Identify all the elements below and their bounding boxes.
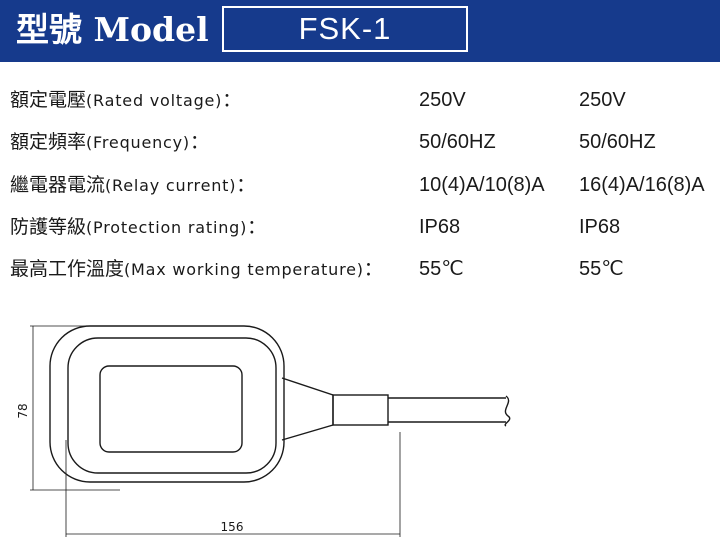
spec-label-zh: 額定電壓 (10, 89, 87, 111)
spec-separator: ： (222, 89, 242, 111)
spec-label: 繼電器電流(Relay current)： (10, 165, 255, 206)
spec-value-1: IP68 (419, 216, 461, 238)
header-banner: 型號 Model FSK-1 (0, 0, 720, 62)
float-body-outer (49, 325, 285, 483)
cable-strain-relief (281, 377, 334, 441)
spec-row-protection: 防護等級(Protection rating)： IP68 IP68 (10, 207, 720, 247)
spec-separator: ： (363, 258, 383, 280)
spec-value-1: 55℃ (419, 258, 464, 280)
spec-label-zh: 額定頻率 (10, 131, 87, 153)
spec-value-1: 50/60HZ (419, 131, 496, 153)
spec-row-max-temp: 最高工作溫度(Max working temperature)： 55℃ 55℃ (10, 249, 720, 289)
model-value: FSK-1 (298, 11, 392, 46)
spec-label-zh: 最高工作溫度 (10, 258, 125, 280)
spec-label-zh: 繼電器電流 (10, 174, 106, 196)
spec-value-2: 16(4)A/16(8)A (579, 174, 705, 196)
spec-label-zh: 防護等級 (10, 216, 87, 238)
spec-label: 防護等級(Protection rating)： (10, 207, 266, 248)
spec-label-en: (Relay current) (105, 176, 237, 195)
float-face-plate (99, 365, 243, 453)
dimension-lines (30, 325, 401, 537)
cable-sleeve (332, 394, 389, 426)
spec-label: 額定頻率(Frequency)： (10, 122, 209, 163)
spec-value-2: 250V (579, 89, 626, 111)
spec-label-en: (Protection rating) (86, 218, 248, 237)
spec-row-voltage: 額定電壓(Rated voltage)： 250V 250V (10, 80, 720, 120)
cable (388, 397, 506, 423)
page-title: 型號 Model (16, 10, 209, 49)
float-switch-drawing: 78 156 (16, 325, 511, 537)
spec-value-2: 50/60HZ (579, 131, 656, 153)
height-dimension-label: 78 (16, 403, 30, 418)
width-extension-lines (65, 432, 401, 537)
spec-label: 最高工作溫度(Max working temperature)： (10, 249, 383, 290)
spec-value-1: 10(4)A/10(8)A (419, 174, 545, 196)
spec-row-relay-current: 繼電器電流(Relay current)： 10(4)A/10(8)A 16(4… (10, 165, 720, 205)
float-switch-outline (49, 325, 511, 483)
spec-label-en: (Frequency) (86, 133, 190, 152)
spec-label-en: (Rated voltage) (86, 91, 223, 110)
model-box: FSK-1 (222, 6, 468, 52)
spec-separator: ： (189, 131, 209, 153)
spec-value-1: 250V (419, 89, 466, 111)
spec-value-2: 55℃ (579, 258, 624, 280)
spec-label-en: (Max working temperature) (124, 260, 364, 279)
float-body-inner (67, 337, 277, 474)
spec-row-frequency: 額定頻率(Frequency)： 50/60HZ 50/60HZ (10, 122, 720, 162)
cable-break-mark (504, 395, 511, 427)
width-dimension-label: 156 (221, 520, 244, 534)
spec-value-2: IP68 (579, 216, 621, 238)
spec-separator: ： (247, 216, 267, 238)
spec-label: 額定電壓(Rated voltage)： (10, 80, 241, 121)
height-extension-lines (30, 325, 120, 491)
spec-separator: ： (236, 174, 256, 196)
